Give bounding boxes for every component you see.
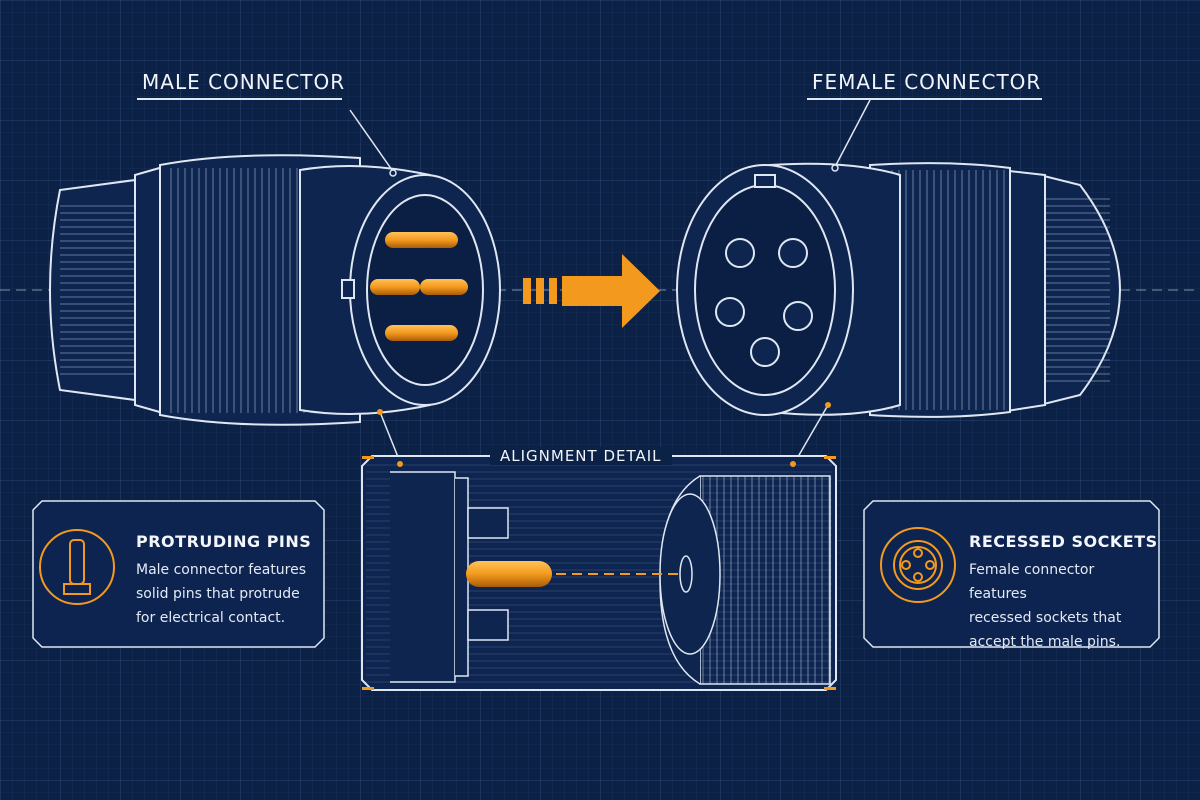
recessed-sockets-card: RECESSED SOCKETS Female connector featur… (863, 500, 1160, 650)
male-connector-label: MALE CONNECTOR (142, 70, 346, 94)
pin (385, 232, 433, 248)
card-title: RECESSED SOCKETS (969, 532, 1158, 551)
socket (715, 297, 745, 327)
socket (725, 238, 755, 268)
female-connector (676, 162, 1121, 418)
male-pins (370, 232, 468, 341)
socket-icon (880, 527, 956, 603)
alignment-detail-panel (361, 455, 837, 691)
alignment-detail-title: ALIGNMENT DETAIL (490, 447, 672, 465)
socket (778, 238, 808, 268)
pin (385, 325, 433, 341)
socket (783, 301, 813, 331)
label-underline (807, 98, 1042, 100)
female-connector-label: FEMALE CONNECTOR (812, 70, 1042, 94)
pin-icon (39, 529, 115, 605)
pin (420, 279, 468, 295)
direction-arrow-icon (523, 254, 660, 328)
pin (370, 279, 420, 295)
detail-pin (466, 561, 552, 587)
card-title: PROTRUDING PINS (136, 532, 312, 551)
pin (420, 325, 458, 341)
label-underline (137, 98, 342, 100)
pin (420, 232, 458, 248)
socket (750, 337, 780, 367)
